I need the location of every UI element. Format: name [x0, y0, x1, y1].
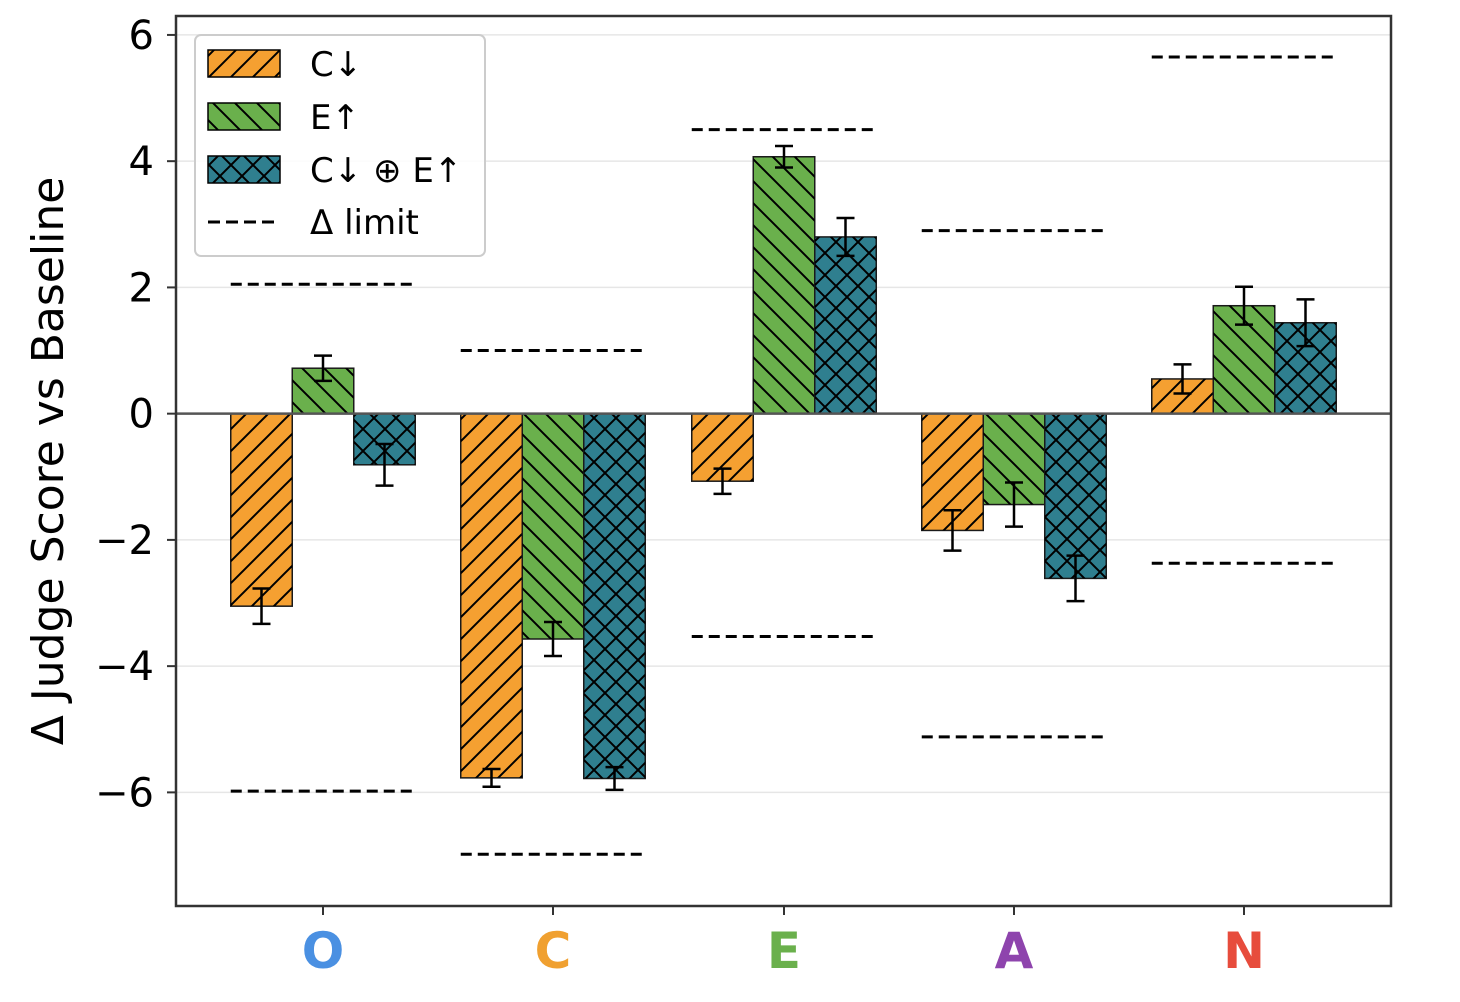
legend-swatch-c-down-hatch	[208, 50, 280, 77]
x-tick-label-c: C	[535, 922, 572, 980]
x-tick-label-o: O	[302, 922, 345, 980]
bar-hatch-o-series-0	[230, 413, 293, 607]
x-tick-label-e: E	[767, 922, 801, 980]
legend-swatch-combined-hatch	[208, 156, 280, 183]
legend-box	[194, 34, 486, 257]
bar-hatch-c-series-1	[522, 413, 584, 639]
y-tick-label: 6	[129, 13, 154, 59]
bar-hatch-c-series-2	[583, 413, 646, 779]
legend-swatch-e-up-hatch	[208, 103, 280, 130]
y-tick-label: −4	[95, 644, 154, 690]
y-tick-label: −6	[95, 770, 154, 816]
bar-hatch-e-series-1	[753, 156, 815, 414]
legend-label-combined: C↓ ⊕ E↑	[310, 151, 462, 191]
legend-label-e-up: E↑	[310, 98, 360, 138]
legend-label-c-down: C↓	[310, 45, 362, 85]
bars	[230, 156, 1337, 780]
error-bars	[252, 144, 1315, 792]
bar-hatch-e-series-2	[814, 236, 877, 414]
y-axis-label: Δ Judge Score vs Baseline	[23, 177, 74, 746]
bar-hatch-a-series-2	[1044, 413, 1107, 579]
y-tick-label: 4	[129, 139, 154, 185]
legend-label-limit: Δ limit	[310, 203, 419, 243]
legend: C↓ E↑ C↓ ⊕ E↑ Δ limit	[194, 34, 486, 257]
x-tick-label-n: N	[1223, 922, 1265, 980]
x-tick-label-a: A	[995, 922, 1034, 980]
y-tick-label: 0	[129, 392, 154, 438]
bar-hatch-c-series-0	[460, 413, 523, 778]
y-axis-ticks: 6 4 2 0 −2 −4 −6	[95, 13, 176, 816]
y-tick-label: −2	[95, 518, 154, 564]
limit-lines	[230, 55, 1337, 856]
y-tick-label: 2	[129, 265, 154, 311]
